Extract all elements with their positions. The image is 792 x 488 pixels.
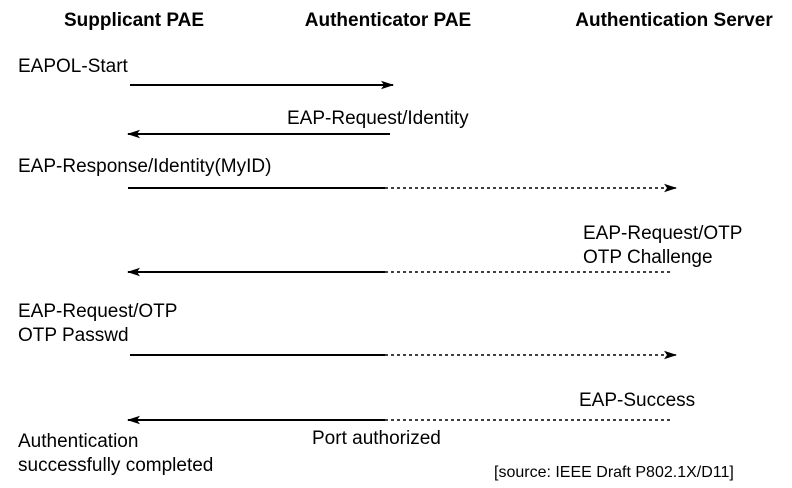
message-label-otp-passwd: OTP Passwd xyxy=(18,325,129,346)
source-citation: [source: IEEE Draft P802.1X/D11] xyxy=(494,464,734,481)
arrowhead-left xyxy=(127,267,140,277)
arrowhead-left xyxy=(127,129,140,139)
annotation-authentication-completed-line1: Authentication xyxy=(18,431,139,452)
message-label-otp-challenge: OTP Challenge xyxy=(583,247,713,268)
message-label-eap-request-identity: EAP-Request/Identity xyxy=(287,108,469,129)
message-label-eap-request-otp: EAP-Request/OTP OTP Challenge xyxy=(583,222,742,270)
arrow-eap-response-otp xyxy=(130,350,677,360)
message-label-eap-response-otp-line1: EAP-Request/OTP xyxy=(18,301,178,322)
arrowhead-right xyxy=(381,80,394,90)
arrowhead-right xyxy=(664,183,677,193)
arrowhead-right xyxy=(664,350,677,360)
column-header-supplicant-pae: Supplicant PAE xyxy=(63,10,205,31)
arrow-eapol-start xyxy=(130,80,394,90)
arrow-eap-response-identity xyxy=(128,183,677,193)
arrowhead-left xyxy=(127,415,140,425)
column-header-authentication-server: Authentication Server xyxy=(575,10,773,31)
annotation-authentication-completed: Authentication successfully completed xyxy=(18,430,213,478)
annotation-authentication-completed-line2: successfully completed xyxy=(18,455,214,476)
message-label-eapol-start: EAPOL-Start xyxy=(18,56,128,77)
message-label-eap-response-otp: EAP-Request/OTP OTP Passwd xyxy=(18,300,177,348)
column-header-authenticator-pae: Authenticator PAE xyxy=(304,10,472,31)
message-label-eap-response-identity: EAP-Response/Identity(MyID) xyxy=(18,156,272,177)
arrow-eap-success xyxy=(127,415,672,425)
annotation-port-authorized: Port authorized xyxy=(312,428,441,449)
message-label-eap-request-otp-line1: EAP-Request/OTP xyxy=(583,223,743,244)
message-label-eap-success: EAP-Success xyxy=(579,390,696,411)
